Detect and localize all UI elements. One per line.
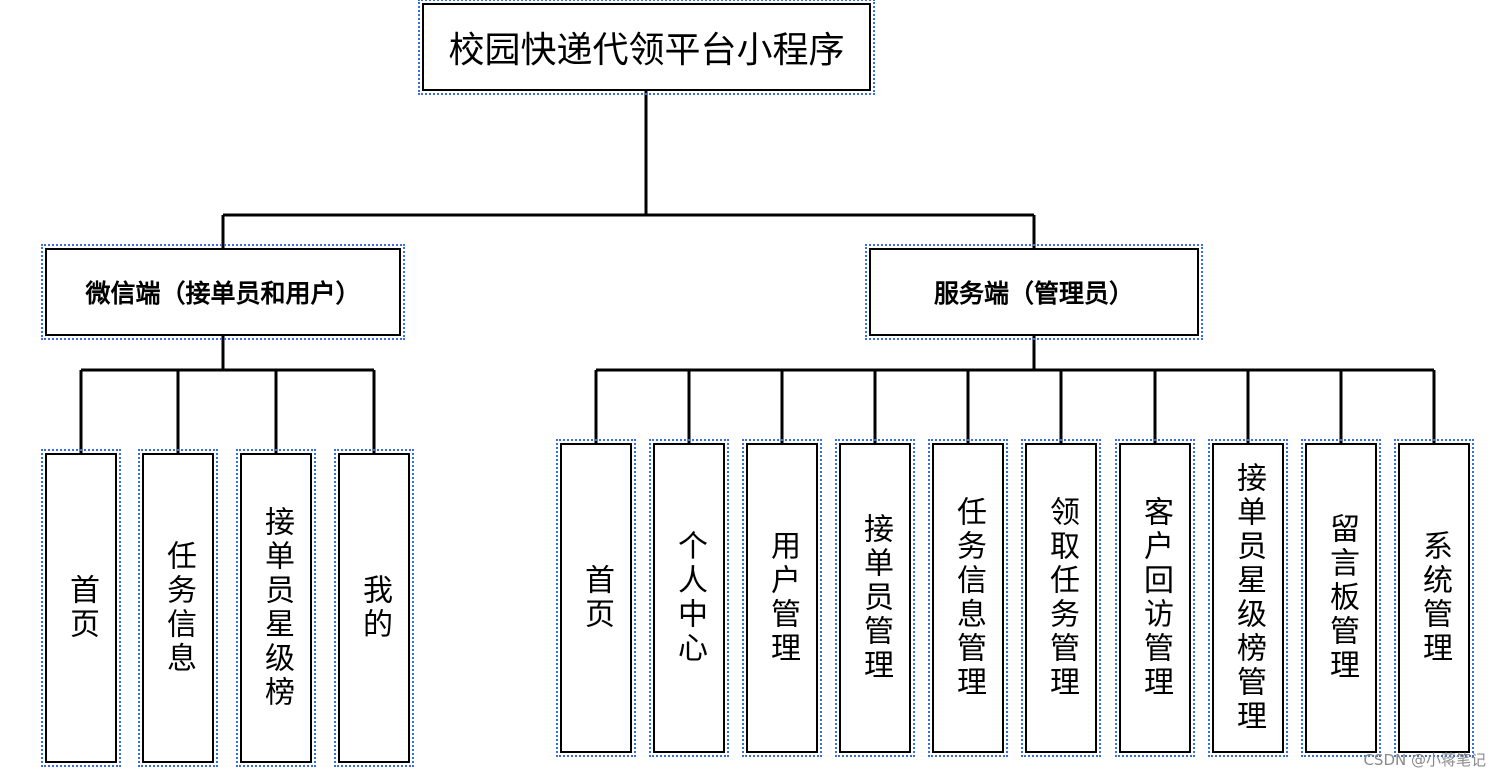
leaf-label: 留言板管理 xyxy=(1324,513,1359,683)
leaf-label: 任务信息 xyxy=(161,540,196,676)
leaf-label: 我的 xyxy=(357,574,392,642)
leaf-label: 任务信息管理 xyxy=(951,496,986,700)
leaf-server-8: 接单员星级榜管理 xyxy=(1208,439,1288,757)
leaf-label: 首页 xyxy=(64,574,99,642)
leaf-label: 系统管理 xyxy=(1417,530,1452,666)
leaf-label: 首页 xyxy=(579,564,614,632)
leaf-label: 接单员星级榜 xyxy=(259,506,294,710)
leaf-server-1: 首页 xyxy=(556,439,636,757)
leaf-label: 接单员星级榜管理 xyxy=(1231,462,1266,734)
leaf-label: 客户回访管理 xyxy=(1138,496,1173,700)
root-label: 校园快递代领平台小程序 xyxy=(448,30,845,71)
branch-server-label: 服务端（管理员） xyxy=(933,279,1134,308)
branch-wechat-label: 微信端（接单员和用户） xyxy=(85,279,361,308)
branch-wechat-node: 微信端（接单员和用户） xyxy=(41,244,405,340)
leaf-wechat-3: 接单员星级榜 xyxy=(236,449,316,767)
leaf-server-2: 个人中心 xyxy=(649,439,729,757)
leaf-wechat-2: 任务信息 xyxy=(138,449,218,767)
leaf-server-4: 接单员管理 xyxy=(835,439,915,757)
leaf-server-3: 用户管理 xyxy=(742,439,822,757)
leaf-server-10: 系统管理 xyxy=(1394,439,1474,757)
leaf-wechat-4: 我的 xyxy=(334,449,414,767)
root-node: 校园快递代领平台小程序 xyxy=(418,0,875,95)
leaf-server-6: 领取任务管理 xyxy=(1021,439,1101,757)
watermark: CSDN @小蒋笔记 xyxy=(1363,751,1486,769)
leaf-server-5: 任务信息管理 xyxy=(928,439,1008,757)
leaf-label: 用户管理 xyxy=(765,530,800,666)
leaf-wechat-1: 首页 xyxy=(41,449,121,767)
leaf-server-9: 留言板管理 xyxy=(1301,439,1381,757)
leaf-label: 接单员管理 xyxy=(858,513,893,683)
leaf-label: 个人中心 xyxy=(672,530,707,666)
leaf-label: 领取任务管理 xyxy=(1044,496,1079,700)
branch-server-node: 服务端（管理员） xyxy=(865,244,1203,340)
leaf-server-7: 客户回访管理 xyxy=(1115,439,1195,757)
